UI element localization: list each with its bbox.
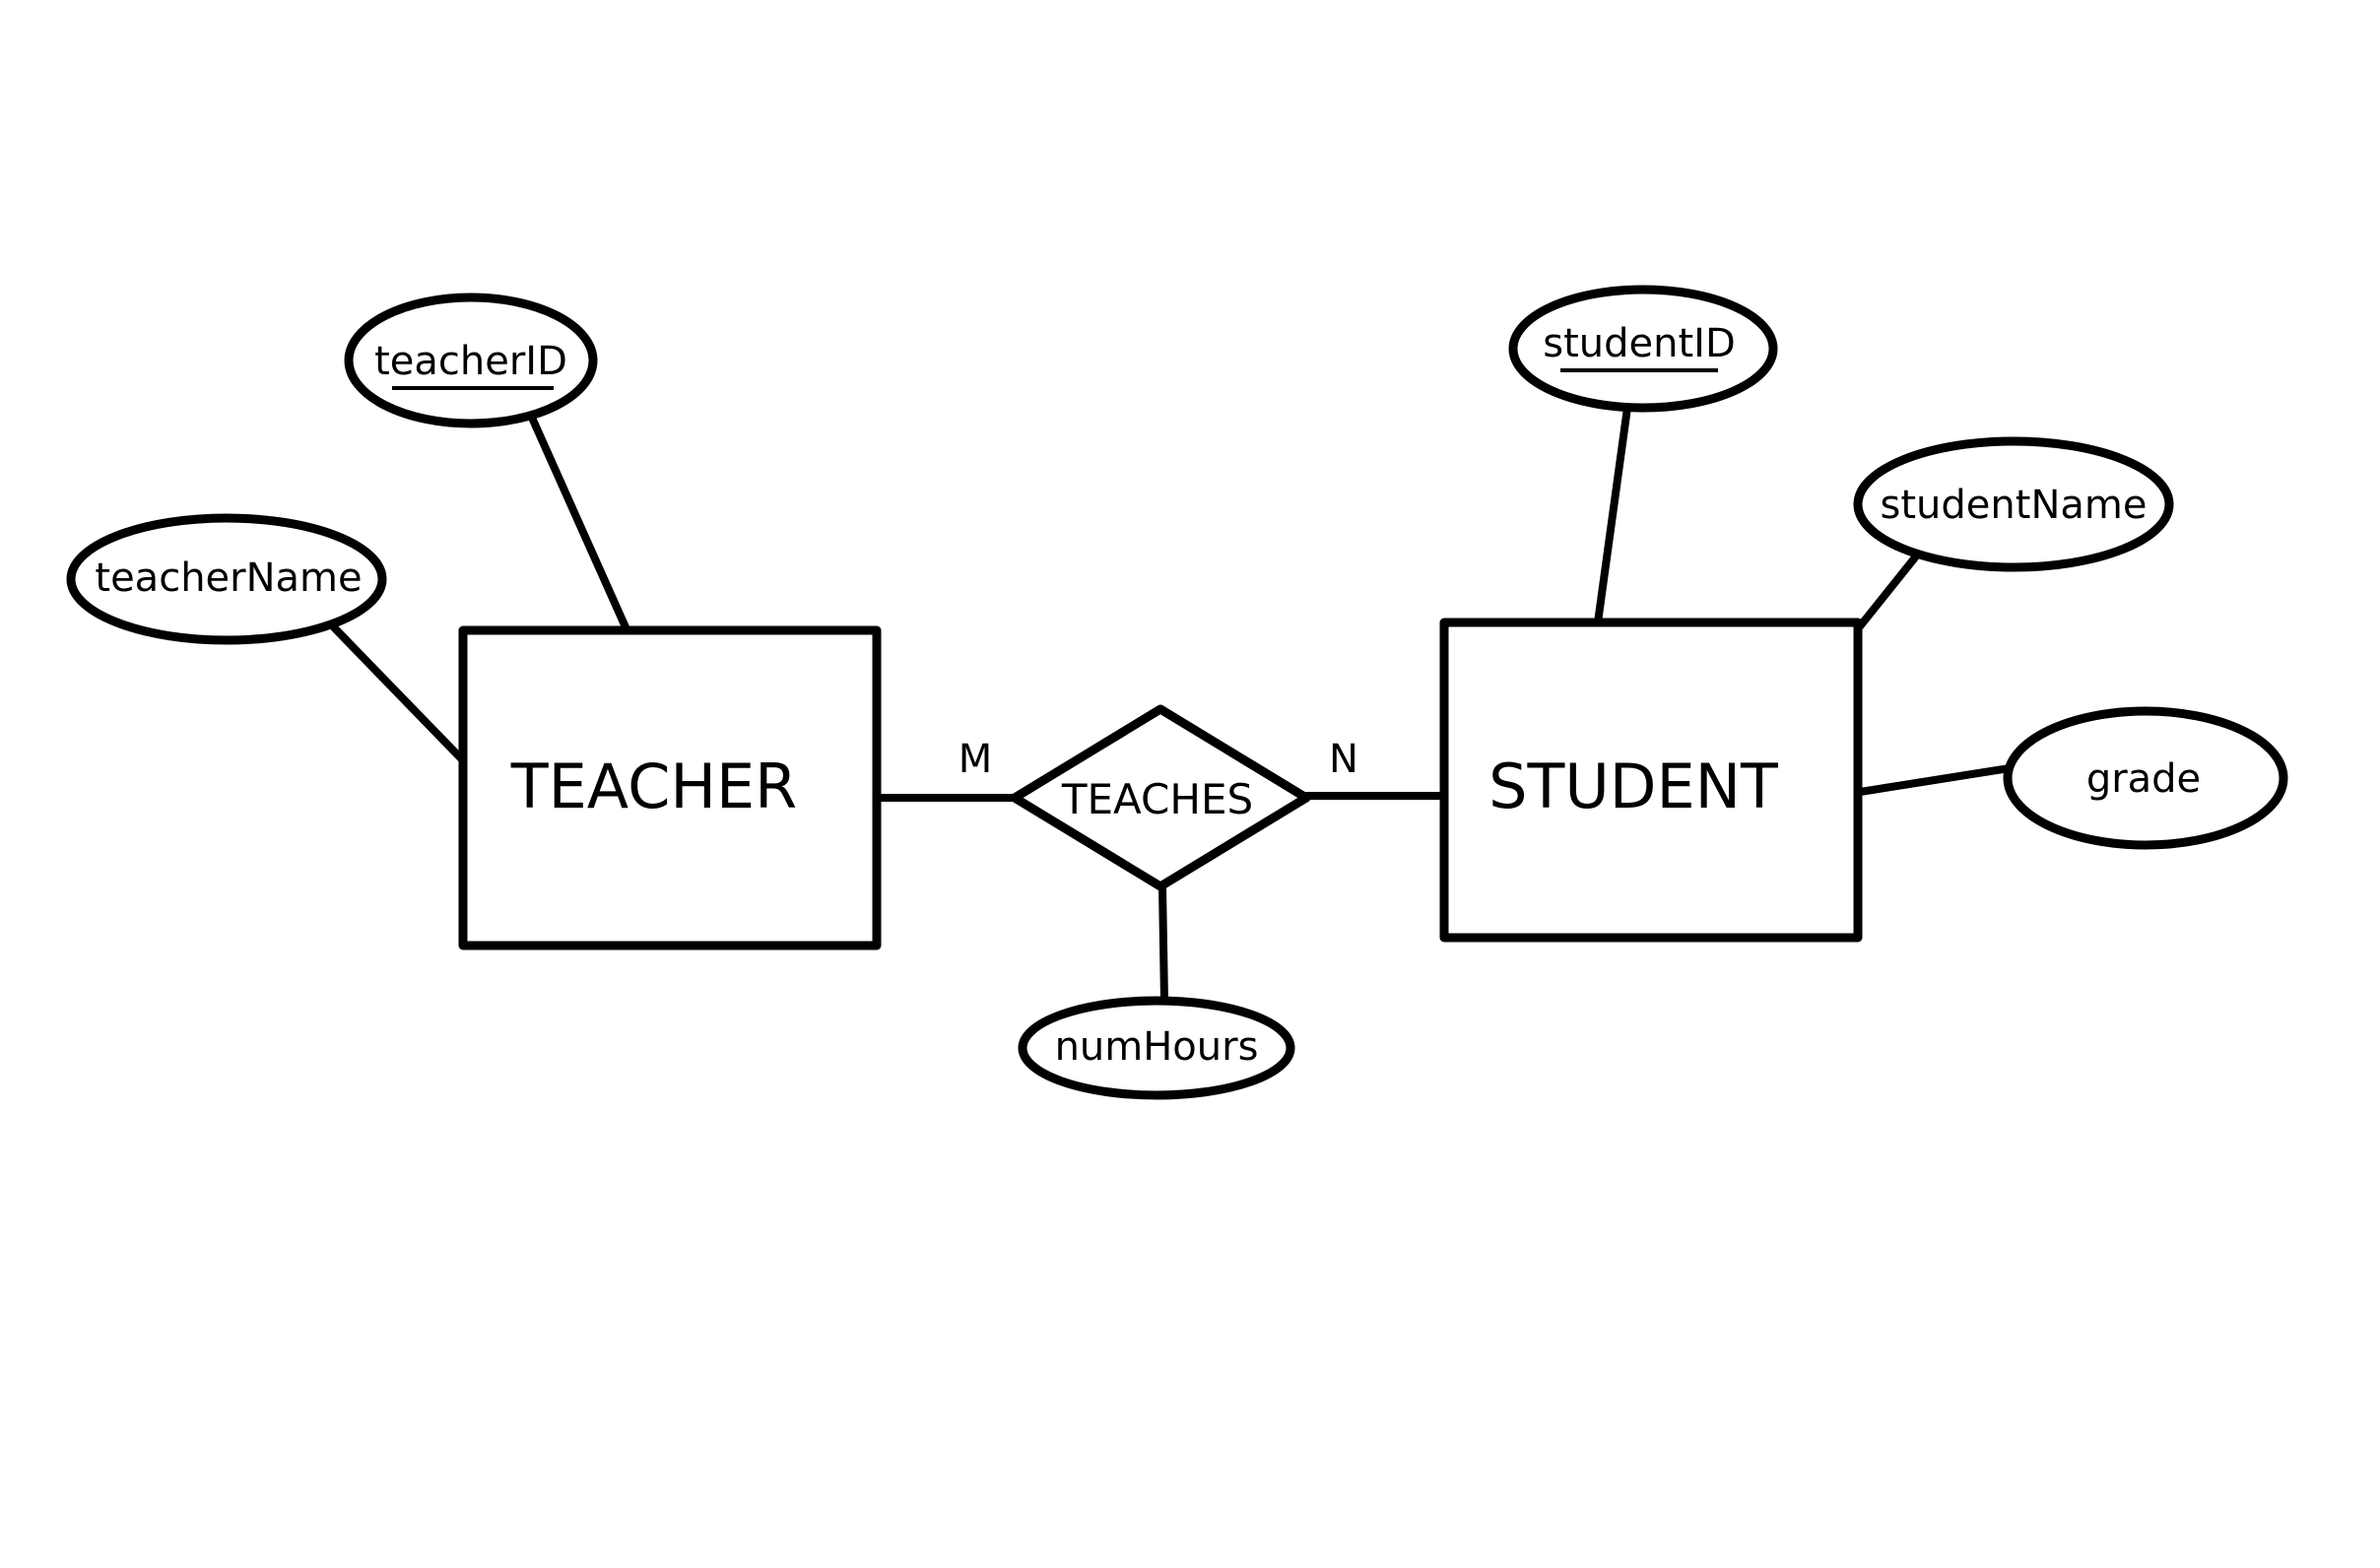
- attribute-studentname-label: studentName: [1881, 483, 2148, 528]
- line-teacherid-teacher: [528, 414, 634, 642]
- entity-teacher[interactable]: TEACHER: [458, 625, 882, 950]
- attribute-teacherid-ellipse: [344, 293, 598, 428]
- attribute-numhours-ellipse: [1018, 996, 1295, 1100]
- attribute-teachername[interactable]: teacherName: [66, 513, 387, 645]
- attribute-grade-label: grade: [2086, 756, 2201, 802]
- line-studentid-student: [1594, 404, 1631, 626]
- cardinality-teacher-side: M: [959, 737, 993, 782]
- entity-student-box: [1439, 618, 1863, 943]
- connector-lines: [329, 404, 2014, 1005]
- entity-student-label: STUDENT: [1488, 751, 1779, 822]
- line-studentname-student: [1856, 554, 1919, 630]
- line-teaches-numhours: [1158, 882, 1168, 1005]
- attribute-numhours[interactable]: numHours: [1018, 996, 1295, 1100]
- entity-teacher-label: TEACHER: [510, 751, 798, 822]
- entity-teacher-box: [458, 625, 882, 950]
- line-teachername-teacher: [329, 622, 465, 762]
- attribute-teachername-label: teacherName: [95, 555, 362, 601]
- relationship-teaches[interactable]: TEACHES: [1010, 704, 1311, 891]
- attribute-teacherid-label: teacherID: [374, 339, 567, 384]
- relationship-teaches-label: TEACHES: [1061, 775, 1253, 823]
- attribute-grade-ellipse: [2003, 706, 2288, 850]
- attribute-grade[interactable]: grade: [2003, 706, 2288, 850]
- attribute-studentname-ellipse: [1853, 436, 2174, 572]
- cardinality-student-side: N: [1329, 737, 1358, 782]
- attribute-studentid-label: studentID: [1543, 321, 1736, 366]
- line-grade-student: [1856, 764, 2014, 796]
- relationship-teaches-diamond: [1010, 704, 1311, 891]
- attribute-teachername-ellipse: [66, 513, 387, 645]
- attribute-studentid-ellipse: [1508, 285, 1778, 413]
- attribute-studentname[interactable]: studentName: [1853, 436, 2174, 572]
- entity-student[interactable]: STUDENT: [1439, 618, 1863, 943]
- attribute-teacherid[interactable]: teacherID: [344, 293, 598, 428]
- attribute-numhours-label: numHours: [1055, 1024, 1259, 1070]
- attribute-studentid[interactable]: studentID: [1508, 285, 1778, 413]
